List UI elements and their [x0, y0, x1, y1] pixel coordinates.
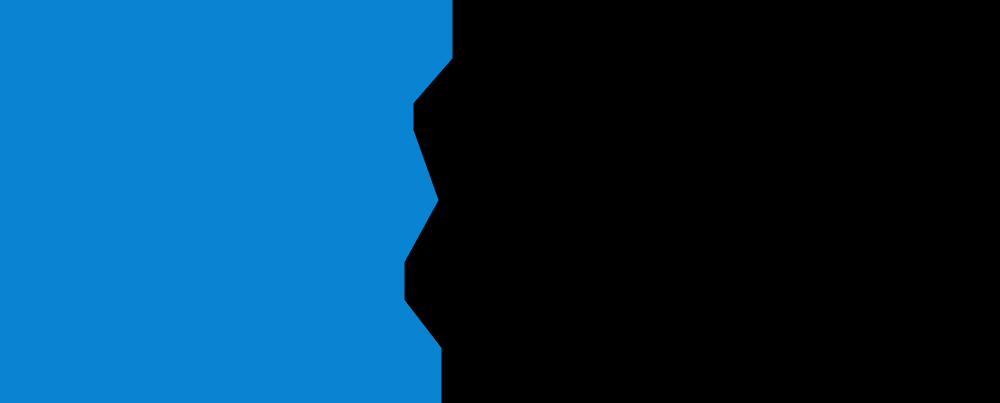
blue-zigzag-shape [0, 0, 453, 403]
